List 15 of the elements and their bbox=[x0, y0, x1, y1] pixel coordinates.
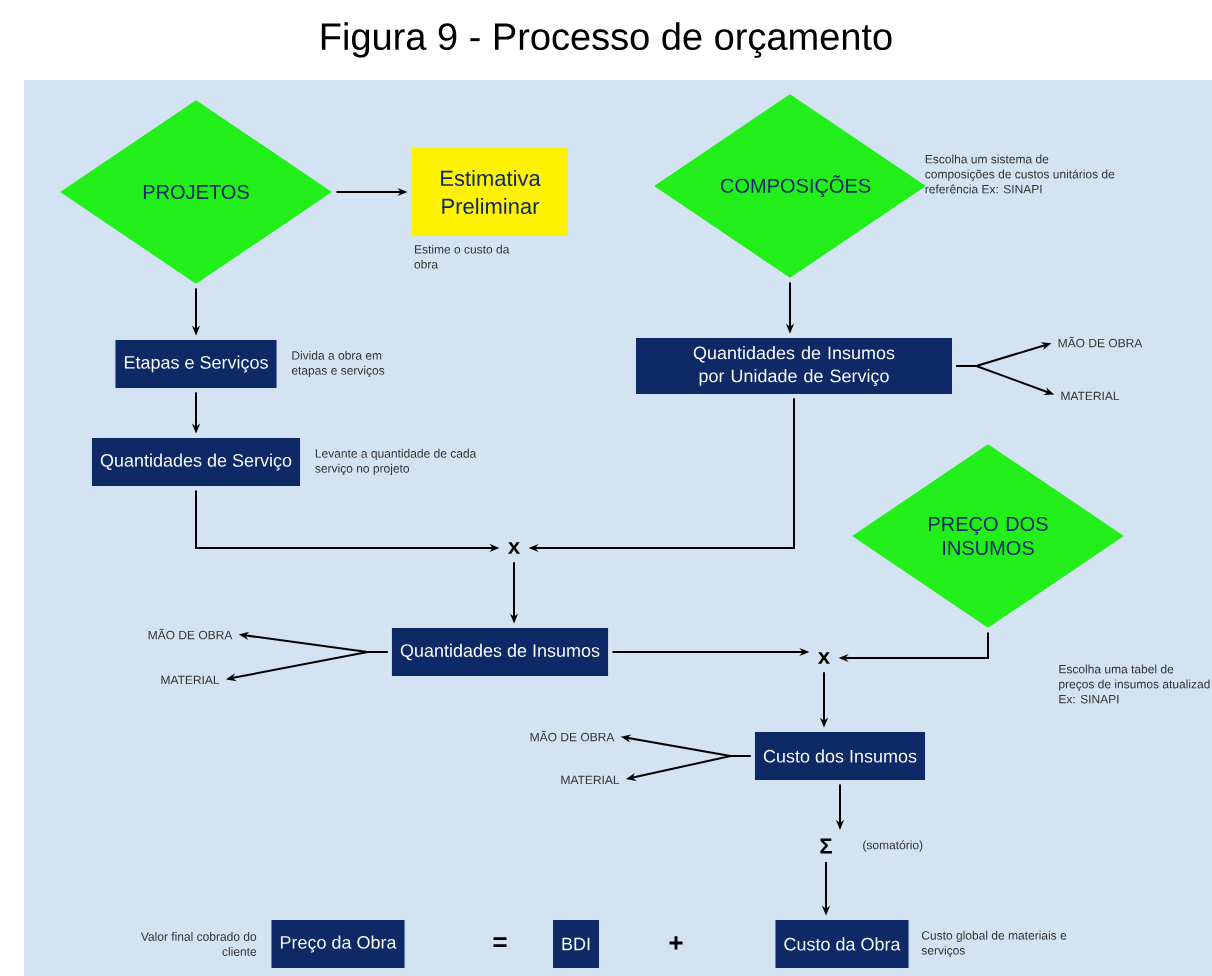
operator-sign: x bbox=[508, 542, 520, 554]
process-box: Custo dos Insumos bbox=[754, 732, 926, 780]
estimate-box: Estimativa Preliminar bbox=[412, 148, 568, 236]
operator-sign: = bbox=[493, 937, 507, 948]
process-box: Custo da Obra bbox=[775, 920, 909, 968]
process-box: Quantidades de Insumos por Unidade de Serviço bbox=[636, 338, 952, 394]
operator-sign: x bbox=[818, 652, 830, 664]
operator-sign: + bbox=[669, 936, 683, 950]
process-box: BDI bbox=[553, 920, 599, 968]
operator-sign: Σ bbox=[820, 838, 832, 854]
process-box: Quantidades de Insumos bbox=[391, 628, 609, 676]
process-box: Quantidades de Serviço bbox=[91, 438, 301, 486]
process-box: Preço da Obra bbox=[271, 920, 405, 968]
figure-title: Figura 9 - Processo de orçamento bbox=[321, 22, 892, 58]
process-box: Etapas e Serviços bbox=[115, 340, 277, 388]
